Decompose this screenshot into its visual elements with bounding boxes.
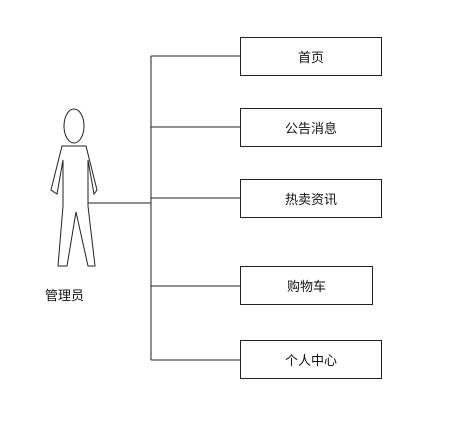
- use-case-profile: 个人中心: [240, 340, 382, 379]
- actor-label: 管理员: [45, 289, 85, 304]
- use-case-profile-label: 个人中心: [284, 354, 337, 369]
- actor-body: [50, 145, 98, 267]
- use-case-cart: 购物车: [240, 266, 373, 305]
- use-case-home-label: 首页: [297, 51, 324, 66]
- use-case-hot-news-label: 热卖资讯: [284, 193, 337, 208]
- use-case-cart-label: 购物车: [286, 280, 326, 295]
- actor-figure: [50, 108, 98, 267]
- use-case-home: 首页: [240, 37, 382, 76]
- use-case-announcements: 公告消息: [240, 108, 382, 147]
- use-case-hot-news: 热卖资讯: [240, 179, 382, 218]
- use-case-announcements-label: 公告消息: [284, 122, 337, 137]
- connectors: [88, 55, 240, 361]
- actor-head: [63, 108, 85, 144]
